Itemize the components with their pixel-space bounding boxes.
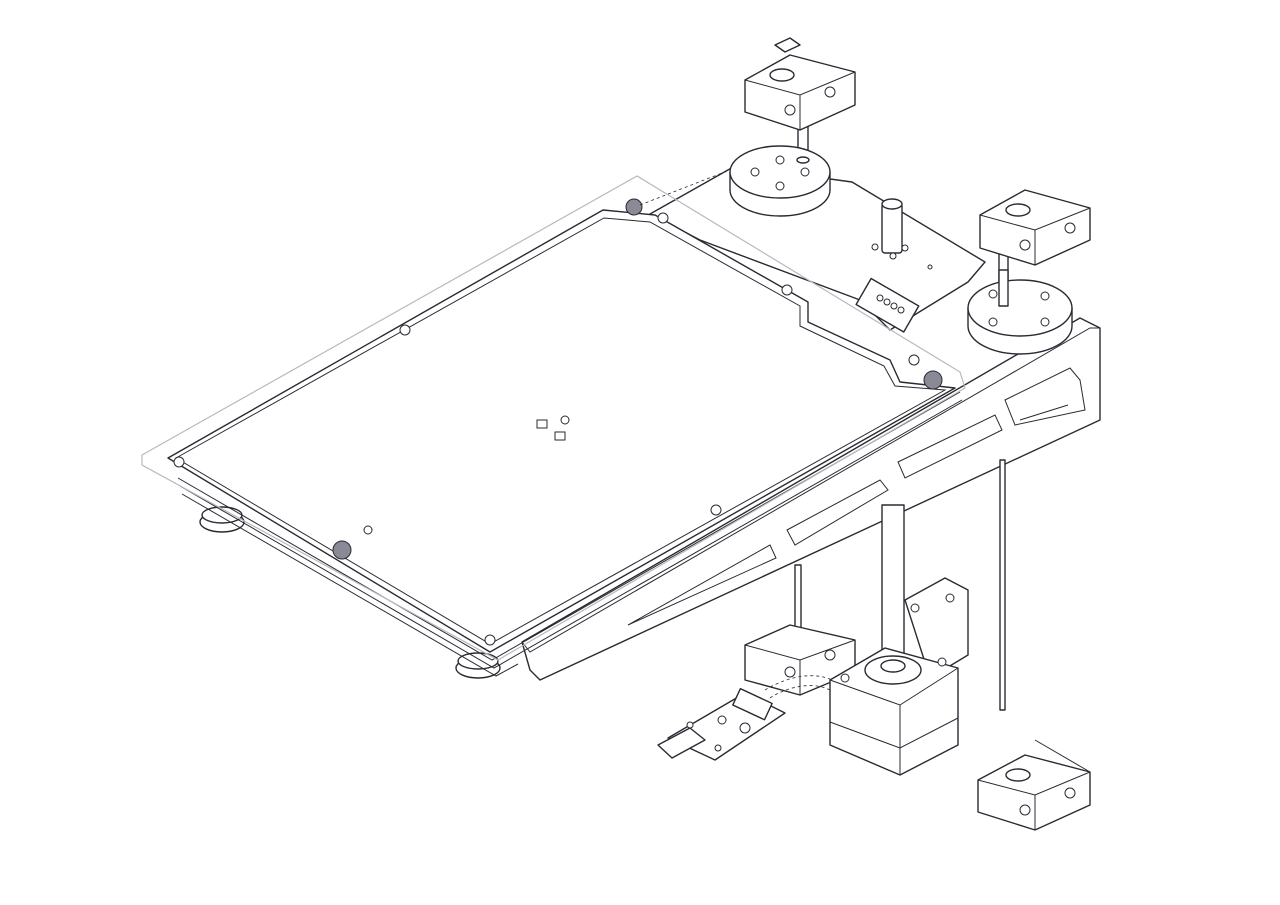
flange-top [729,145,831,217]
y-arm-frame [521,317,1101,681]
sensor-cable-2 [764,675,833,691]
glass-sheet [141,175,966,661]
rod-clamp-right [979,189,1091,266]
sensor-cable [769,685,831,699]
bed-foot-front [455,652,501,679]
motor-bracket [904,577,969,679]
stepper-motor [829,647,959,776]
flange-right [967,269,1073,355]
bed-screws [173,212,920,646]
rod-clamp-lower [744,624,856,696]
guide-line [639,167,736,206]
rod-clamp-bottom [977,739,1091,831]
sensor-pcb [657,687,786,761]
leveling-knobs [332,198,943,560]
rod-clamp-top [744,37,856,131]
